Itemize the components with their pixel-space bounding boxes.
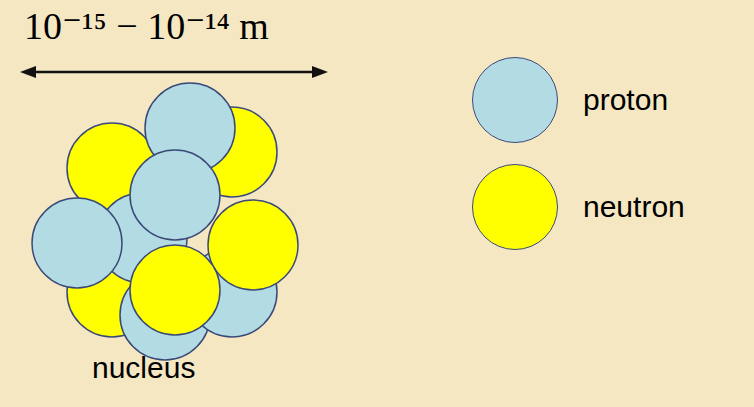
legend-label: neutron bbox=[583, 189, 685, 225]
legend-label: proton bbox=[583, 82, 668, 118]
legend-swatch bbox=[472, 57, 558, 143]
nucleon-cluster bbox=[32, 83, 298, 360]
caption-label: nucleus bbox=[92, 350, 195, 386]
dimension-label: 10⁻¹⁵ − 10⁻¹⁴ m bbox=[24, 4, 269, 48]
legend-swatch bbox=[472, 164, 558, 250]
dimension-arrow bbox=[20, 66, 328, 78]
